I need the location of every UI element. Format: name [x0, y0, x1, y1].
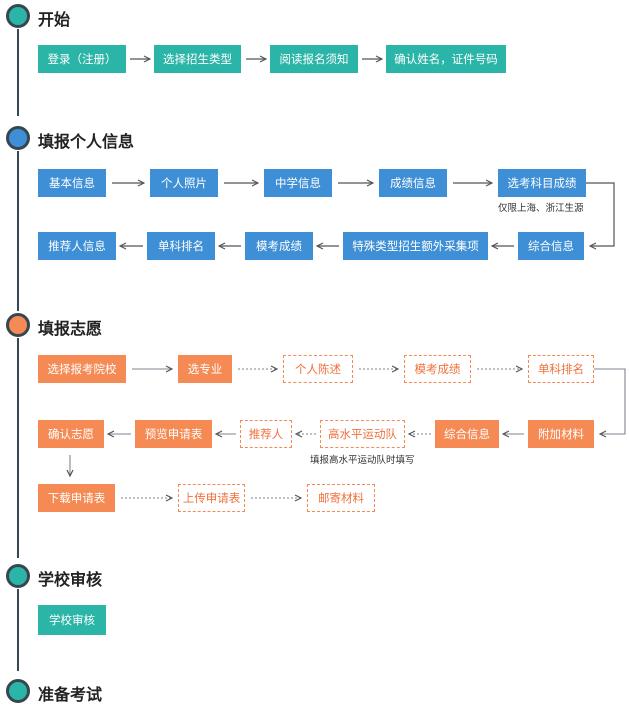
timeline-line-personal — [17, 151, 19, 311]
step-photo: 个人照片 — [150, 169, 218, 197]
step-download-form: 下载申请表 — [38, 484, 115, 512]
step-referee: 推荐人 — [240, 420, 292, 448]
arrow-elective-to-general — [586, 182, 615, 246]
step-general-info-wish: 综合信息 — [435, 420, 499, 448]
section-title-personal: 填报个人信息 — [38, 132, 135, 151]
timeline-line-review — [17, 589, 19, 671]
section-title-review: 学校审核 — [38, 570, 103, 589]
step-choose-type: 选择招生类型 — [154, 45, 241, 73]
step-mail-materials: 邮寄材料 — [307, 484, 375, 512]
step-personal-statement: 个人陈述 — [283, 355, 353, 383]
step-read-notice: 阅读报名须知 — [270, 45, 358, 73]
section-title-wish: 填报志愿 — [38, 319, 103, 338]
step-confirm-wish: 确认志愿 — [38, 420, 104, 448]
section-title-exam: 准备考试 — [38, 685, 103, 704]
step-elective-scores: 选考科目成绩 — [498, 169, 586, 197]
step-login: 登录（注册） — [38, 45, 126, 73]
step-upload-form: 上传申请表 — [178, 484, 245, 512]
step-basic-info: 基本信息 — [38, 169, 106, 197]
section-marker-exam — [6, 679, 30, 703]
section-marker-start — [6, 4, 30, 28]
step-mock-exam-wish: 模考成绩 — [404, 355, 471, 383]
step-mock-exam: 模考成绩 — [245, 232, 313, 260]
step-extra-materials: 附加材料 — [528, 420, 594, 448]
arrow-rank-to-materials — [594, 368, 626, 434]
section-title-start: 开始 — [38, 10, 71, 29]
step-subject-rank: 单科排名 — [147, 232, 215, 260]
step-grades: 成绩信息 — [379, 169, 447, 197]
step-preview-form: 预览申请表 — [135, 420, 212, 448]
timeline-line-start — [17, 29, 19, 116]
step-special-items: 特殊类型招生额外采集项 — [343, 232, 488, 260]
note-sports-team: 填报高水平运动队时填写 — [310, 455, 415, 466]
step-referee-info: 推荐人信息 — [38, 232, 116, 260]
step-school-review: 学校审核 — [38, 605, 106, 635]
note-shanghai-zhejiang: 仅限上海、浙江生源 — [498, 203, 584, 214]
step-subject-rank-wish: 单科排名 — [528, 355, 594, 383]
section-marker-review — [6, 564, 30, 588]
step-sports-team: 高水平运动队 — [320, 420, 405, 448]
step-general-info: 综合信息 — [518, 232, 584, 260]
timeline-line-wish — [17, 338, 19, 558]
step-school-info: 中学信息 — [264, 169, 332, 197]
section-marker-wish — [6, 313, 30, 337]
step-choose-college: 选择报考院校 — [38, 355, 126, 383]
step-confirm-id: 确认姓名，证件号码 — [386, 45, 506, 73]
section-marker-personal — [6, 126, 30, 150]
step-choose-major: 选专业 — [178, 355, 232, 383]
